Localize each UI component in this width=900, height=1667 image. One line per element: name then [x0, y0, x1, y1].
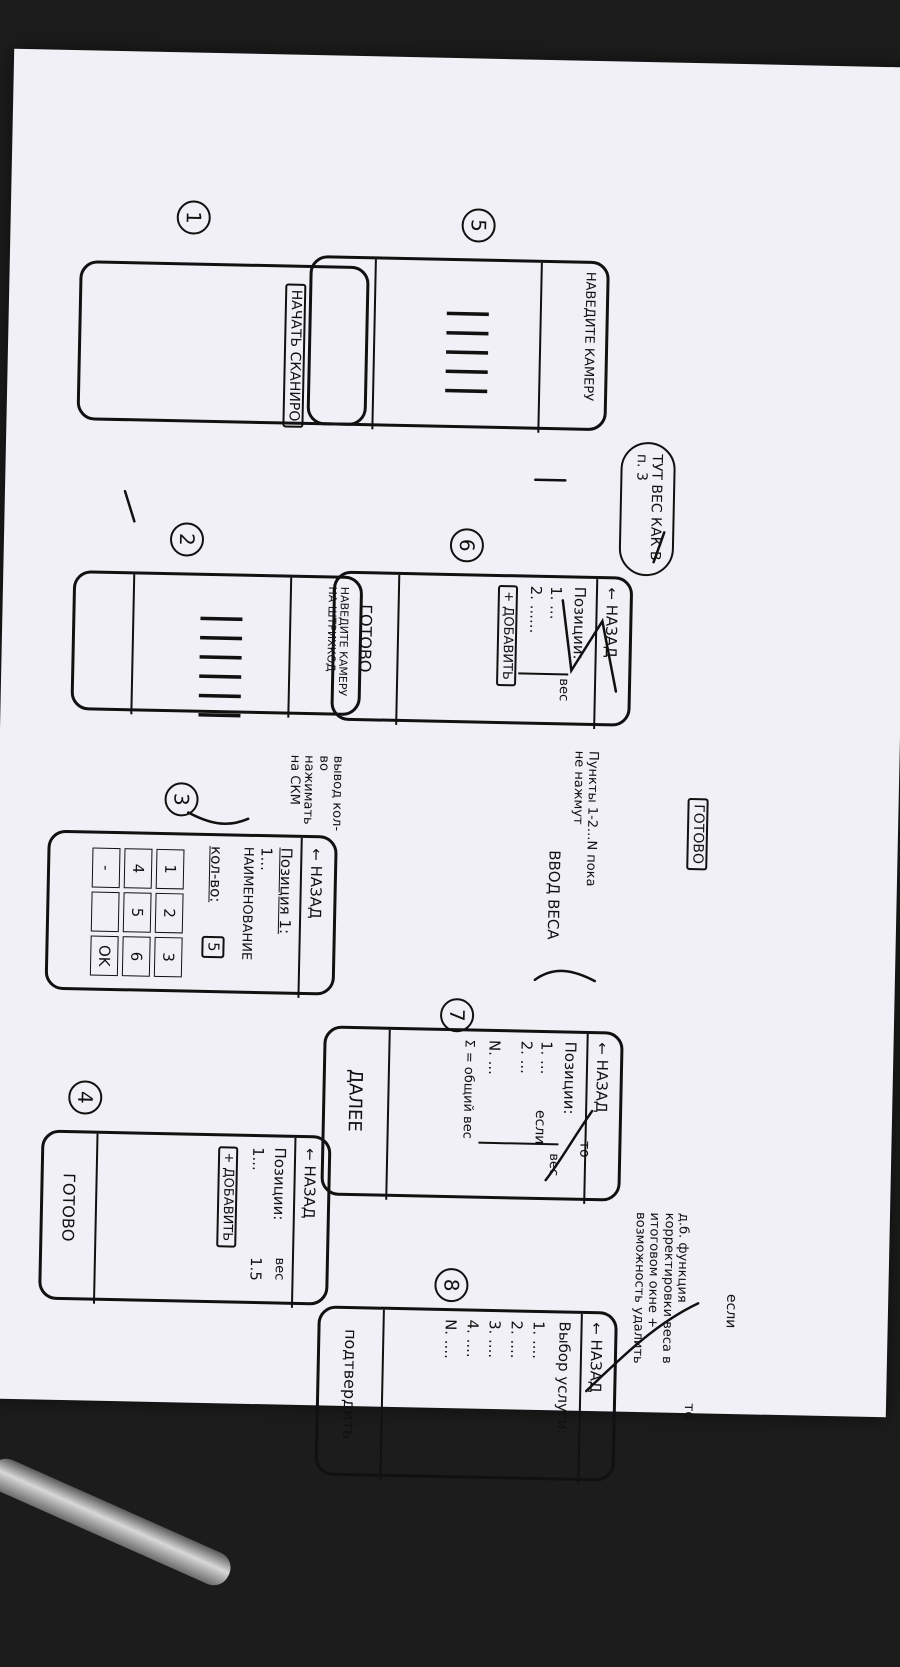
if-annotation: если — [722, 1293, 740, 1329]
screen-2: НАВЕДИТЕ КАМЕРУ НА ШТРИХКОД |||||| — [70, 570, 364, 722]
screen-6: ← НАЗАД Позиции: вес 1. ... 2. ...... + … — [330, 570, 634, 730]
screen-8: ← НАЗАД Выбор услуги: 1. .... 2. .... 3.… — [314, 1305, 618, 1484]
barcode-icon: ||||| — [445, 300, 497, 399]
done-button-note[interactable]: ГОТОВО — [685, 797, 709, 871]
position-weight[interactable]: 1.5 — [246, 1256, 265, 1282]
screen-4: ← НАЗАД Позиции: вес 1... 1.5 + ДОБАВИТЬ… — [38, 1129, 332, 1308]
keypad-key-5[interactable]: 5 — [122, 892, 152, 933]
aim-camera-header: НАВЕДИТЕ КАМЕРУ — [579, 271, 598, 402]
position-item-1: 1. ... — [546, 586, 566, 620]
weight-column-label: вес — [545, 1153, 562, 1177]
done-button[interactable]: ГОТОВО — [58, 1172, 79, 1242]
position-item-n: N. ... — [484, 1039, 504, 1076]
service-item-n[interactable]: N. .... — [440, 1318, 460, 1360]
screen-7: ← НАЗАД Позиции: вес 1. ... 2. ... N. ..… — [320, 1025, 624, 1204]
positions-label: Позиции: — [569, 586, 590, 660]
keypad-ok-button[interactable]: OK — [89, 935, 119, 977]
arrow-3-to-4 — [533, 969, 597, 983]
next-button[interactable]: ДАЛЕЕ — [343, 1068, 366, 1132]
position-item: 1... — [257, 846, 276, 872]
position-item-1: 1. ... — [536, 1040, 556, 1075]
total-weight: Σ = общий вес — [459, 1039, 477, 1140]
position-label: Позиция 1: — [275, 847, 296, 935]
arrow-start-to-5 — [123, 489, 136, 523]
service-item-2[interactable]: 2. .... — [506, 1320, 526, 1359]
arrow-2-to-3 — [187, 811, 250, 825]
back-button[interactable]: ← НАЗАД — [601, 587, 622, 659]
keypad-key-6[interactable]: 6 — [121, 936, 151, 977]
paper-sheet: 1 НАЧАТЬ СКАНИРО 2 НАВЕДИТЕ КАМЕРУ НА ШТ… — [0, 48, 900, 1484]
quantity-label: кол-во: — [206, 845, 226, 903]
weight-column-label: вес — [555, 678, 572, 702]
weight-input-caption: ВВОД ВЕСА — [543, 850, 564, 940]
step-7-note: д.б. функция корректировки веса в итогов… — [629, 1211, 691, 1364]
position-item-2: 2. ... — [516, 1040, 536, 1075]
screen-5: НАВЕДИТЕ КАМЕРУ ||||| — [306, 254, 610, 433]
step-3-note: вывод кол-во нажимать на СКМ — [286, 754, 346, 832]
keypad-key-2[interactable]: 2 — [154, 892, 184, 934]
back-button[interactable]: ← НАЗАД — [592, 1042, 612, 1113]
done-button[interactable]: ГОТОВО — [355, 604, 376, 673]
item-name: НАИМЕНОВАНИЕ — [238, 846, 256, 961]
positions-label: Позиции: — [269, 1147, 290, 1221]
keypad-key-minus[interactable]: - — [91, 847, 121, 889]
quantity-value[interactable]: 5 — [201, 935, 225, 958]
position-item: 1... — [248, 1146, 268, 1172]
keypad-key-4[interactable]: 4 — [123, 848, 153, 889]
keypad-key-1[interactable]: 1 — [155, 848, 185, 890]
position-item-2: 2. ...... — [526, 585, 546, 634]
service-item-3[interactable]: 3. .... — [484, 1319, 504, 1359]
arrow-4-to-7 — [544, 1109, 594, 1182]
then-annotation: то — [680, 1402, 698, 1421]
flow-arrows — [123, 478, 700, 1393]
screen-3: ← НАЗАД Позиция 1: 1... НАИМЕНОВАНИЕ кол… — [44, 829, 338, 998]
keypad-key-blank[interactable] — [90, 891, 120, 933]
service-item-4[interactable]: 4. .... — [462, 1319, 482, 1358]
step-6-note: Пункты 1-2...N пока не нажмут — [569, 750, 601, 887]
arrow-4-to-8 — [584, 1302, 700, 1393]
add-button[interactable]: + ДОБАВИТЬ — [215, 1146, 239, 1248]
back-button[interactable]: ← НАЗАД — [306, 848, 326, 919]
back-button[interactable]: ← НАЗАД — [299, 1147, 320, 1219]
service-item-1[interactable]: 1. .... — [528, 1320, 548, 1360]
choose-service-title: Выбор услуги: — [553, 1321, 574, 1435]
here-weight-note: ТУТ ВЕС КАК В п. 3 — [618, 441, 677, 577]
positions-label: Позиции: — [560, 1041, 580, 1115]
keypad-key-3[interactable]: 3 — [153, 936, 183, 978]
weight-column-label: вес — [271, 1257, 287, 1281]
arrow-note-to-6 — [652, 531, 666, 564]
back-button[interactable]: ← НАЗАД — [586, 1322, 606, 1393]
confirm-button[interactable]: подтвердить — [339, 1328, 361, 1440]
arrow-5-to-note — [534, 478, 567, 482]
wireframe-drawing: 1 НАЧАТЬ СКАНИРО 2 НАВЕДИТЕ КАМЕРУ НА ШТ… — [0, 49, 900, 1667]
add-button[interactable]: + ДОБАВИТЬ — [495, 584, 519, 687]
barcode-icon: |||||| — [198, 605, 250, 723]
start-scan-button[interactable]: НАЧАТЬ СКАНИРО — [281, 283, 307, 428]
scribble-arrow — [561, 599, 618, 693]
